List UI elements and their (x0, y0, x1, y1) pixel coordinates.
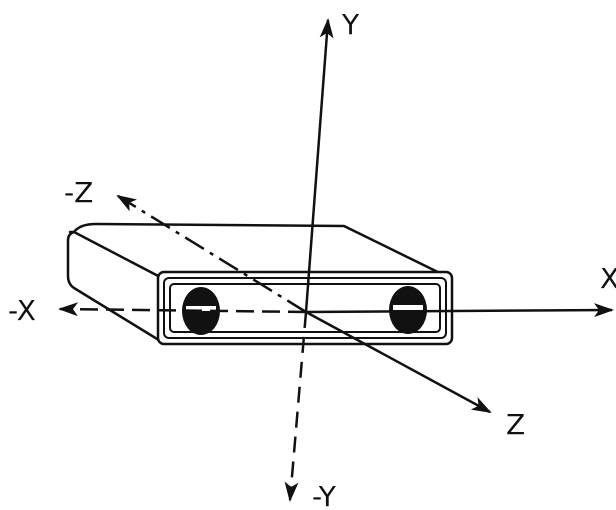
device-block (66, 222, 454, 346)
device-front-face (156, 270, 454, 346)
right-oval-slit (393, 305, 423, 310)
x-negative-axis (58, 302, 307, 317)
y-positive-label: Y (341, 8, 360, 41)
z-negative-label: -Z (64, 176, 93, 209)
x-positive-label: X (600, 262, 616, 295)
x-negative-label: -X (8, 294, 36, 327)
y-negative-axis (284, 311, 308, 502)
z-positive-axis (305, 310, 492, 414)
z-negative-axis (116, 194, 307, 314)
y-negative-label: -Y (312, 480, 337, 510)
left-oval-slit (186, 306, 216, 311)
y-positive-axis (304, 18, 334, 313)
z-positive-label: Z (506, 408, 525, 441)
device-side-face (66, 230, 164, 344)
x-positive-axis (305, 303, 614, 318)
device-front-inner-rim (169, 283, 441, 333)
